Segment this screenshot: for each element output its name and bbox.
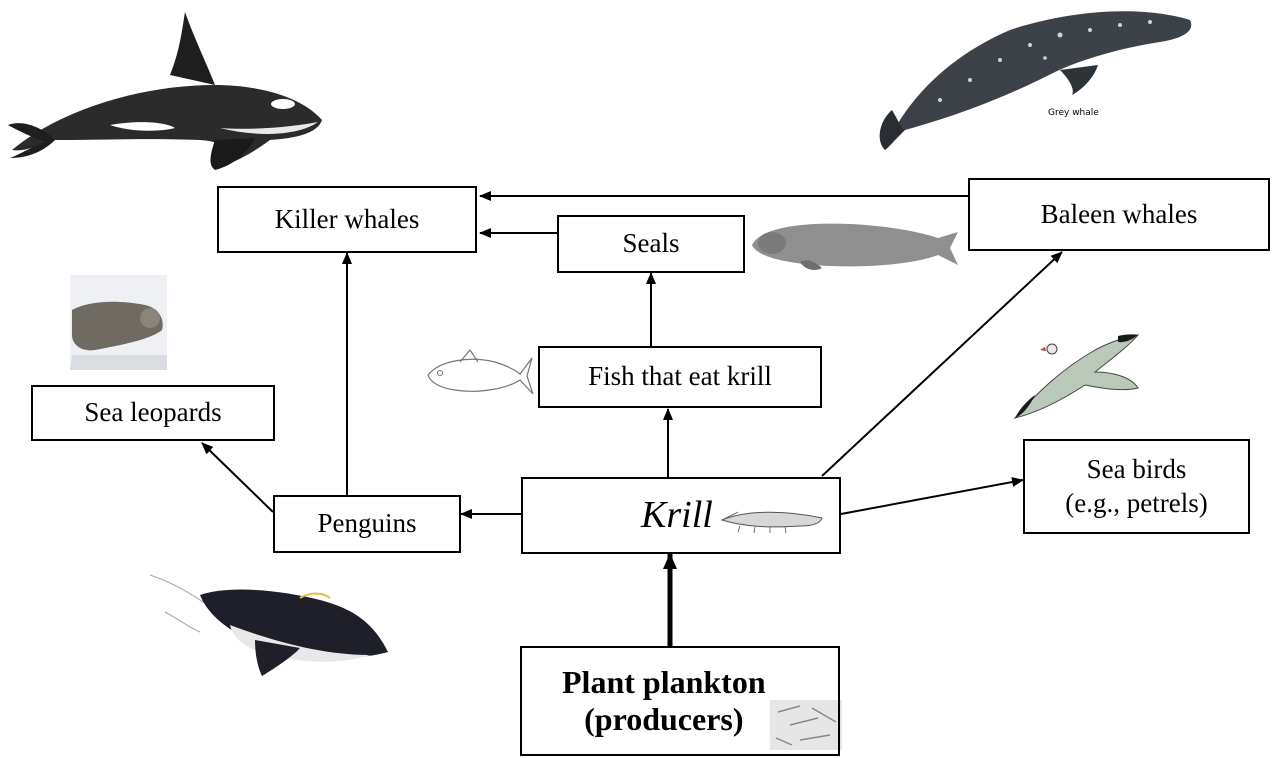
plant-plankton-label: Plant plankton (562, 664, 766, 701)
seal-illustration (752, 224, 958, 270)
grey-whale-illustration (880, 11, 1192, 150)
grey-whale-caption: Grey whale (1048, 108, 1099, 118)
seals-label: Seals (623, 227, 680, 261)
arrow-krill-to-sea-birds (841, 480, 1023, 514)
krill-node: Krill (521, 477, 841, 554)
killer-whales-node: Killer whales (217, 186, 477, 253)
fish-that-eat-krill-node: Fish that eat krill (538, 346, 822, 408)
sea-leopards-label: Sea leopards (84, 396, 221, 430)
producers-label: (producers) (562, 701, 766, 738)
orca-illustration (8, 12, 322, 170)
plant-plankton-node: Plant plankton (producers) (520, 646, 840, 756)
baleen-whales-node: Baleen whales (968, 178, 1270, 251)
krill-label: Krill (641, 492, 713, 540)
penguins-node: Penguins (273, 495, 461, 553)
arrow-penguins-to-sea-leopards (202, 443, 273, 512)
killer-whales-label: Killer whales (275, 203, 420, 237)
fish-illustration (428, 350, 533, 394)
sea-birds-example-label: (e.g., petrels) (1065, 487, 1207, 521)
sea-bird-illustration (1015, 334, 1138, 418)
seals-node: Seals (557, 215, 745, 273)
sea-birds-node: Sea birds (e.g., petrels) (1023, 439, 1250, 534)
leopard-seal-photo (70, 275, 167, 370)
sea-leopards-node: Sea leopards (31, 385, 275, 441)
sea-birds-label: Sea birds (1065, 453, 1207, 487)
penguin-illustration (150, 575, 388, 676)
penguins-label: Penguins (317, 507, 416, 541)
fish-that-eat-krill-label: Fish that eat krill (588, 360, 772, 394)
baleen-whales-label: Baleen whales (1041, 198, 1198, 232)
